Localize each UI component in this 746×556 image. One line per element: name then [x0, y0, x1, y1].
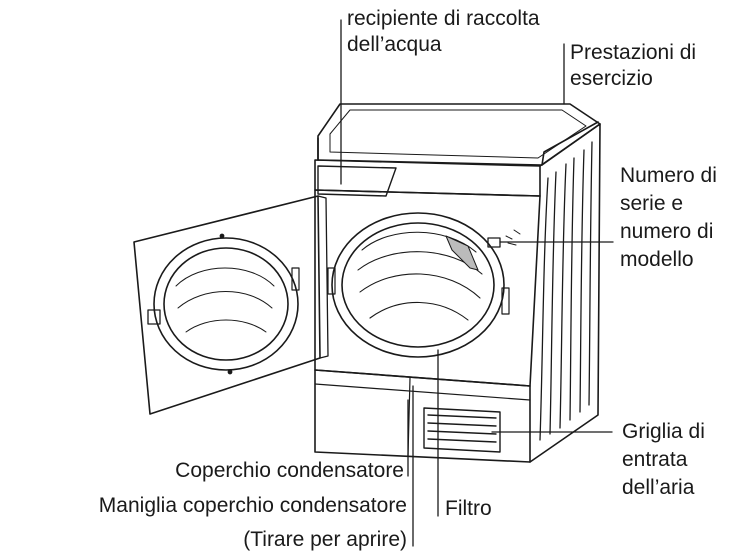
door-hinge-tab [291, 267, 300, 291]
door-window-arc-1 [175, 267, 275, 287]
open-door-edge [317, 195, 329, 359]
label-condenser-cover: Coperchio condensatore [175, 459, 404, 482]
label-serial-model-line4: modello [620, 248, 694, 271]
dryer-base [314, 369, 531, 463]
label-air-grille-line3: dell’aria [622, 476, 695, 499]
door-window-arc-2 [177, 291, 273, 309]
dryer-side-panel [529, 123, 601, 463]
side-rib-2 [559, 163, 567, 429]
label-performance: Prestazioni di esercizio [570, 40, 696, 92]
label-serial-model-line3: numero di [620, 220, 714, 243]
label-performance-line2: esercizio [570, 67, 653, 90]
door-screw-top [219, 233, 225, 239]
door-window-outer [153, 237, 299, 371]
water-container-handle [317, 165, 397, 197]
label-performance-line1: Prestazioni di [570, 41, 697, 64]
door-window-inner [163, 247, 289, 361]
label-air-grille-line1: Griglia di [622, 420, 705, 443]
label-pull-to-open: (Tirare per aprire) [243, 528, 407, 551]
drum-back-arc-3 [359, 273, 481, 299]
dryer-top-lid-edge [317, 121, 599, 166]
drum-back-arc-4 [369, 301, 469, 321]
door-window-arc-3 [185, 319, 267, 333]
side-rib-1 [539, 177, 549, 441]
drum-opening-inner [341, 222, 495, 348]
door-catch-right [501, 287, 510, 315]
label-filter: Filtro [445, 497, 492, 520]
air-intake-grille [423, 407, 501, 453]
label-water-container-line1: recipiente di raccolta [347, 7, 540, 30]
door-latch [147, 309, 161, 325]
leader-lines [340, 19, 614, 547]
dryer-top-lid-inner [329, 109, 587, 159]
side-rib-3b [588, 141, 593, 406]
serial-plate-marks [505, 229, 521, 246]
door-catch-left [327, 267, 336, 295]
side-rib-1b [549, 171, 557, 435]
open-door [133, 195, 321, 415]
drum-opening-rim [331, 212, 505, 358]
label-serial-model-line2: serie e [620, 192, 684, 215]
door-screw-bottom [227, 369, 233, 375]
label-condenser-handle: Maniglia coperchio condensatore [98, 494, 407, 517]
label-serial-model-line1: Numero di [620, 164, 717, 187]
label-water-container-line2: dell’acqua [347, 33, 442, 56]
label-air-grille: Griglia di entrata dell’aria [622, 418, 705, 502]
drum-filter-mesh [445, 235, 479, 271]
side-rib-3 [579, 149, 585, 413]
side-rib-2b [569, 157, 575, 421]
base-top-edge [314, 383, 531, 401]
label-water-container: recipiente di raccolta dell’acqua [347, 6, 540, 58]
label-serial-model: Numero di serie e numero di modello [620, 162, 717, 274]
label-air-grille-line2: entrata [622, 448, 688, 471]
